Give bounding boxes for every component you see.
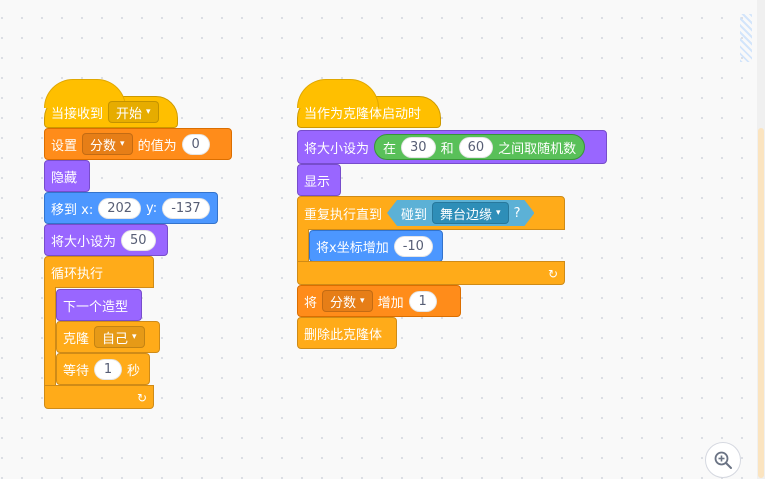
touching-question-mark: ? [513, 205, 521, 221]
set-variable-label: 设置 [51, 138, 78, 154]
goto-label: 移到 x: [51, 202, 94, 218]
touching-target-dropdown[interactable]: 舞台边缘 ▾ [432, 202, 509, 224]
random-operator-block[interactable]: 在 30 和 60 之间取随机数 [374, 134, 586, 160]
touching-target-value: 舞台边缘 [440, 207, 493, 223]
change-variable-dropdown[interactable]: 分数 ▾ [322, 290, 373, 312]
change-x-block[interactable]: 将x坐标增加 -10 [309, 230, 443, 262]
chevron-down-icon: ▾ [146, 107, 151, 117]
goto-y-label: y: [146, 200, 158, 216]
delete-clone-label: 删除此克隆体 [304, 327, 383, 343]
touching-label: 碰到 [401, 207, 428, 223]
touching-condition-block[interactable]: 碰到 舞台边缘 ▾ ? [387, 200, 534, 226]
hide-block[interactable]: 隐藏 [44, 160, 90, 192]
zoom-in-icon [714, 451, 732, 469]
forever-block-bottom[interactable]: ↻ [44, 385, 154, 409]
loop-arrow-icon: ↻ [136, 391, 147, 405]
change-variable-suffix: 增加 [377, 295, 404, 311]
wait-block[interactable]: 等待 1 秒 [56, 353, 150, 385]
zoom-in-button[interactable] [705, 442, 741, 478]
set-variable-block[interactable]: 设置 分数 ▾ 的值为 0 [44, 128, 232, 160]
chevron-down-icon: ▾ [120, 139, 125, 149]
set-size-label: 将大小设为 [51, 234, 117, 250]
set-size-random-block[interactable]: 将大小设为 在 30 和 60 之间取随机数 [297, 130, 607, 164]
message-dropdown-value: 开始 [116, 106, 143, 122]
drag-handle-stripes [740, 14, 752, 62]
random-suffix-label: 之间取随机数 [498, 141, 577, 157]
variable-dropdown[interactable]: 分数 ▾ [82, 133, 133, 155]
delete-clone-block[interactable]: 删除此克隆体 [297, 317, 397, 349]
repeat-until-label: 重复执行直到 [304, 207, 383, 223]
random-in-label: 在 [383, 141, 397, 157]
change-variable-input[interactable]: 1 [408, 290, 437, 312]
clone-label: 克隆 [63, 331, 90, 347]
repeat-until-block-arm [297, 229, 309, 262]
chevron-down-icon: ▾ [360, 296, 365, 306]
change-variable-value: 分数 [330, 295, 357, 311]
random-and-label: 和 [440, 141, 454, 157]
variable-dropdown-value: 分数 [90, 138, 117, 154]
set-size-input[interactable]: 50 [121, 229, 156, 251]
forever-block-arm [44, 287, 56, 385]
chevron-down-icon: ▾ [496, 208, 501, 218]
next-costume-block[interactable]: 下一个造型 [56, 289, 142, 321]
goto-y-input[interactable]: -137 [162, 197, 210, 219]
when-start-as-clone-hat-block[interactable]: 当作为克隆体启动时 [297, 79, 441, 128]
clone-target-dropdown[interactable]: 自己 ▾ [94, 326, 145, 348]
goto-x-input[interactable]: 202 [98, 197, 142, 219]
show-block[interactable]: 显示 [297, 164, 341, 196]
wait-seconds-input[interactable]: 1 [94, 358, 123, 380]
when-receive-hat-block[interactable]: 当接收到 开始 ▾ [44, 79, 178, 128]
wait-unit-label: 秒 [127, 363, 141, 379]
change-x-input[interactable]: -10 [393, 235, 433, 257]
change-x-label: 将x坐标增加 [316, 240, 389, 256]
clone-block[interactable]: 克隆 自己 ▾ [56, 321, 160, 353]
loop-arrow-icon: ↻ [547, 267, 558, 281]
message-dropdown[interactable]: 开始 ▾ [108, 101, 159, 123]
goto-xy-block[interactable]: 移到 x: 202 y: -137 [44, 192, 218, 224]
next-costume-label: 下一个造型 [63, 299, 129, 315]
set-variable-suffix: 的值为 [137, 138, 177, 154]
set-size-block[interactable]: 将大小设为 50 [44, 224, 168, 256]
change-variable-block[interactable]: 将 分数 ▾ 增加 1 [297, 285, 461, 317]
forever-block[interactable]: 循环执行 [44, 256, 154, 288]
chevron-down-icon: ▾ [132, 332, 137, 342]
show-label: 显示 [304, 174, 331, 190]
when-receive-label: 当接收到 [51, 106, 104, 122]
repeat-until-block[interactable]: 重复执行直到 碰到 舞台边缘 ▾ ? [297, 196, 565, 230]
clone-start-label: 当作为克隆体启动时 [304, 106, 422, 122]
change-variable-label: 将 [304, 295, 318, 311]
wait-label: 等待 [63, 363, 90, 379]
forever-label: 循环执行 [51, 266, 104, 282]
hide-label: 隐藏 [51, 170, 78, 186]
vertical-scrollbar-thumb[interactable] [758, 128, 764, 478]
random-max-input[interactable]: 60 [458, 136, 494, 158]
clone-target-value: 自己 [102, 331, 129, 347]
set-variable-value-input[interactable]: 0 [181, 133, 210, 155]
random-min-input[interactable]: 30 [401, 136, 436, 158]
set-size-random-label: 将大小设为 [304, 141, 370, 157]
repeat-until-block-bottom[interactable]: ↻ [297, 261, 565, 285]
